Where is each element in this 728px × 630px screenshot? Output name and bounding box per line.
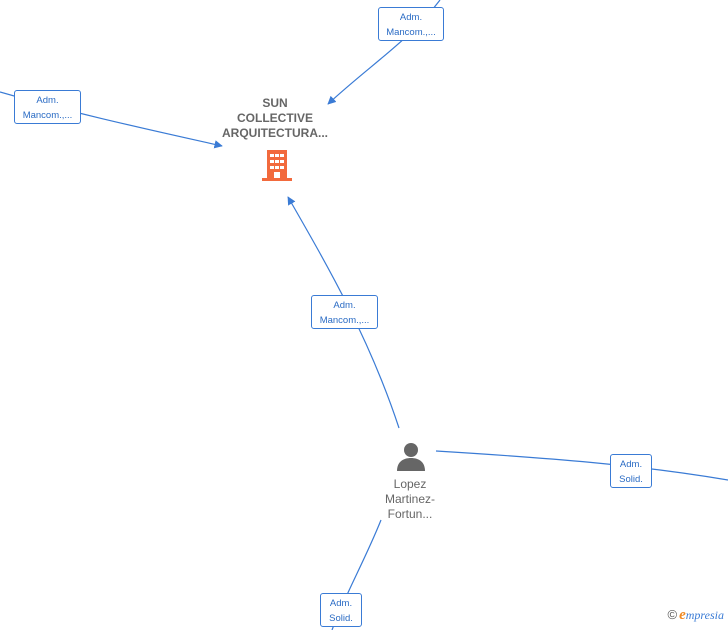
person-node-name[interactable]: Lopez Martinez- Fortun...: [350, 477, 470, 522]
edge-label-line: Solid.: [619, 474, 643, 485]
edge-label-line: Adm.: [399, 12, 423, 23]
brand-text: mpresia: [685, 608, 724, 622]
company-name-line: ARQUITECTURA...: [222, 126, 328, 140]
company-name-line: SUN: [262, 96, 288, 110]
edge-label-middle[interactable]: Adm. Mancom.,...: [311, 295, 378, 329]
edge-label-line: Adm.: [36, 95, 59, 106]
edge-person-to-right: [435, 450, 728, 481]
edge-label-right[interactable]: Adm. Solid.: [610, 454, 652, 488]
edge-label-top[interactable]: Adm. Mancom.,...: [378, 7, 444, 41]
edge-label-line: Adm.: [619, 459, 643, 470]
empresia-watermark: ©empresia: [668, 607, 725, 624]
company-node-name[interactable]: SUN COLLECTIVE ARQUITECTURA...: [205, 96, 345, 141]
company-name-line: COLLECTIVE: [236, 111, 313, 125]
edge-label-line: Mancom.,...: [386, 27, 436, 38]
person-name-line: Fortun...: [387, 507, 433, 521]
edge-label-left[interactable]: Adm. Mancom.,...: [14, 90, 81, 124]
edge-label-line: Solid.: [329, 613, 353, 624]
building-icon[interactable]: [261, 148, 293, 182]
person-name-line: Lopez: [393, 477, 427, 491]
brand-initial: e: [679, 607, 686, 623]
edge-label-bottom[interactable]: Adm. Solid.: [320, 593, 362, 627]
edge-label-line: Adm.: [329, 598, 353, 609]
person-icon[interactable]: [395, 441, 427, 473]
edge-label-line: Mancom.,...: [319, 315, 370, 326]
person-name-line: Martinez-: [384, 492, 435, 506]
edge-label-line: Mancom.,...: [22, 110, 73, 121]
copyright-symbol: ©: [667, 607, 678, 622]
edge-label-line: Adm.: [333, 300, 356, 311]
